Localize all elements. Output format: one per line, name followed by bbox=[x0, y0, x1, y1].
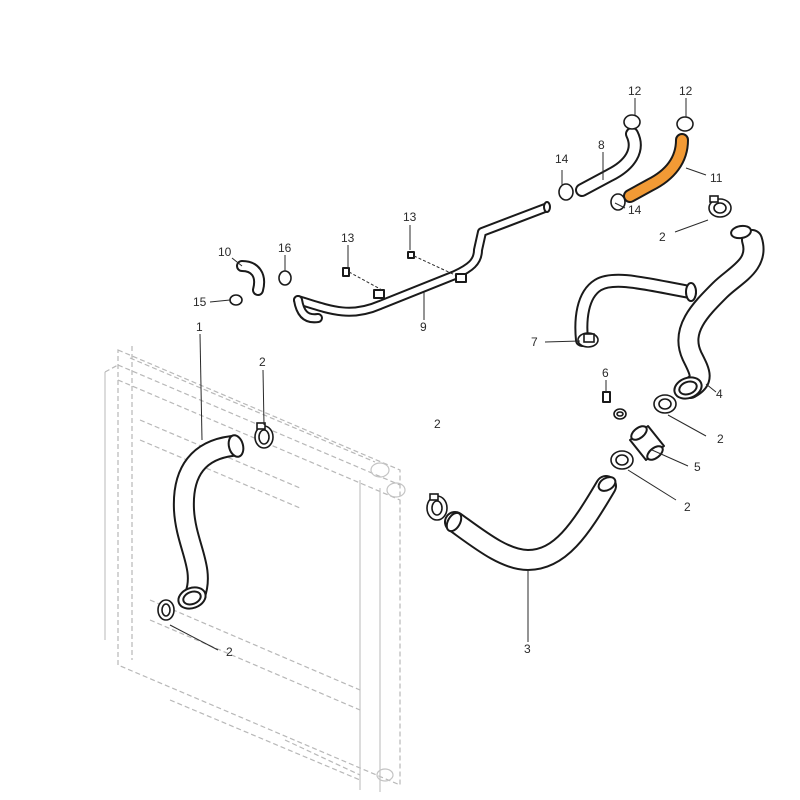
callout-14-right: 14 bbox=[628, 203, 642, 217]
callout-2-right-upper: 2 bbox=[717, 432, 724, 446]
clamp-12-left bbox=[623, 114, 641, 130]
callout-13-left: 13 bbox=[341, 231, 355, 245]
clamp-2-top-right bbox=[708, 195, 732, 218]
callout-labels: 1 2 2 2 2 2 2 3 4 5 6 7 8 9 10 11 12 12 … bbox=[193, 84, 724, 659]
clamp-2-radiator-lower bbox=[157, 599, 175, 621]
callout-1: 1 bbox=[196, 320, 203, 334]
clamp-2-radiator-upper bbox=[254, 422, 274, 449]
leader-lines bbox=[169, 98, 717, 651]
callout-9: 9 bbox=[420, 320, 427, 334]
callout-8: 8 bbox=[598, 138, 605, 152]
clamp-15 bbox=[229, 294, 243, 306]
hose-8 bbox=[575, 127, 642, 197]
bolt-6 bbox=[602, 380, 627, 420]
clamp-12-right bbox=[676, 116, 694, 132]
callout-12-right: 12 bbox=[679, 84, 693, 98]
pipe-9 bbox=[293, 201, 551, 324]
callout-3: 3 bbox=[524, 642, 531, 656]
callout-16: 16 bbox=[278, 241, 292, 255]
callout-5: 5 bbox=[694, 460, 701, 474]
hose-4 bbox=[574, 224, 765, 400]
callout-2-bottom-left: 2 bbox=[226, 645, 233, 659]
callout-2-right-lower: 2 bbox=[684, 500, 691, 514]
callout-15: 15 bbox=[193, 295, 207, 309]
hose-1 bbox=[172, 434, 245, 610]
hose-11-highlighted bbox=[623, 133, 689, 203]
radiator-phantom bbox=[104, 346, 406, 792]
hose-3 bbox=[444, 475, 617, 571]
clamp-2-center bbox=[426, 493, 448, 521]
callout-7: 7 bbox=[531, 335, 538, 349]
callout-4: 4 bbox=[716, 387, 723, 401]
clamp-2-right-upper bbox=[653, 394, 677, 414]
callout-6: 6 bbox=[602, 366, 609, 380]
clamp-2-right-lower bbox=[610, 450, 634, 470]
clip-7 bbox=[577, 332, 599, 348]
callout-12-left: 12 bbox=[628, 84, 642, 98]
clamp-14-right bbox=[610, 193, 626, 211]
hose-10 bbox=[236, 260, 266, 296]
callout-11: 11 bbox=[710, 171, 723, 185]
callout-2-center: 2 bbox=[434, 417, 441, 431]
bolt-13-left bbox=[342, 267, 383, 291]
callout-2-radiator-left: 2 bbox=[259, 355, 266, 369]
clamp-14-left bbox=[558, 183, 574, 201]
callout-13-right: 13 bbox=[403, 210, 417, 224]
pipe-5 bbox=[629, 425, 665, 461]
bolt-13-right bbox=[407, 251, 456, 276]
callout-10: 10 bbox=[218, 245, 232, 259]
callout-14-left: 14 bbox=[555, 152, 569, 166]
callout-2-top-right: 2 bbox=[659, 230, 666, 244]
clamp-16 bbox=[278, 270, 292, 286]
